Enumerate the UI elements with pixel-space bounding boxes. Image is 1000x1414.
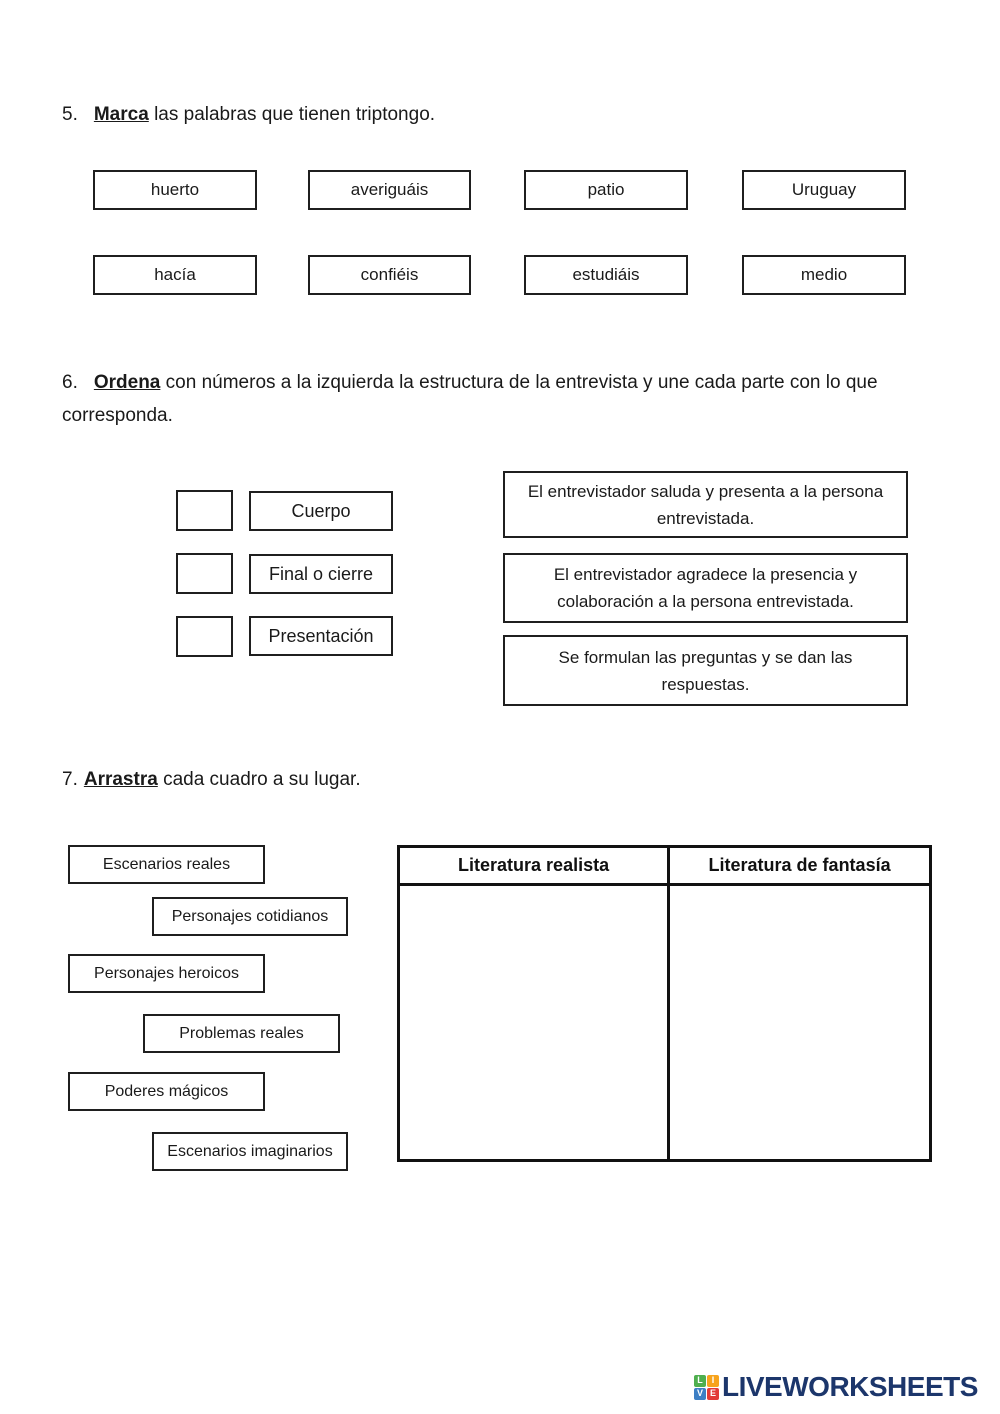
logo-tile-v: V xyxy=(694,1387,706,1400)
drag-label: Personajes heroicos xyxy=(94,964,239,982)
part-label: Presentación xyxy=(268,625,374,646)
part-cuerpo[interactable]: Cuerpo xyxy=(249,491,393,531)
exercise-5-verb: Marca xyxy=(93,104,149,125)
liveworksheets-wordmark: LIVEWORKSHEETS xyxy=(722,1371,978,1402)
word-option-medio[interactable]: medio xyxy=(742,255,906,295)
logo-tile-i: I xyxy=(707,1374,719,1387)
exercise-6-heading: 6. Ordena con números a la izquierda la e… xyxy=(62,366,914,432)
description-text: El entrevistador saluda y presenta a la … xyxy=(527,481,884,528)
word-label: patio xyxy=(587,180,625,199)
word-label: medio xyxy=(800,265,848,284)
drag-poderes-magicos[interactable]: Poderes mágicos xyxy=(68,1072,265,1111)
drag-personajes-cotidianos[interactable]: Personajes cotidianos xyxy=(152,897,348,936)
word-label: estudiáis xyxy=(572,265,640,284)
exercise-6-verb: Ordena xyxy=(93,372,161,393)
exercise-7-heading: 7.Arrastra cada cuadro a su lugar. xyxy=(62,763,361,796)
logo-tile-e: E xyxy=(707,1387,719,1400)
liveworksheets-logo[interactable]: L I V E LIVEWORKSHEETS xyxy=(694,1373,978,1401)
column-header-label: Literatura realista xyxy=(458,855,610,875)
drag-personajes-heroicos[interactable]: Personajes heroicos xyxy=(68,954,265,993)
word-option-hacia[interactable]: hacía xyxy=(93,255,257,295)
order-number-input-3[interactable] xyxy=(176,616,233,657)
drag-escenarios-reales[interactable]: Escenarios reales xyxy=(68,845,265,884)
drag-label: Personajes cotidianos xyxy=(171,907,329,925)
exercise-6-number: 6. xyxy=(62,372,78,393)
drag-escenarios-imaginarios[interactable]: Escenarios imaginarios xyxy=(152,1132,348,1171)
word-option-uruguay[interactable]: Uruguay xyxy=(742,170,906,210)
drop-zone-literatura-realista[interactable] xyxy=(400,886,667,1159)
drag-label: Escenarios reales xyxy=(102,855,231,873)
drop-zone-literatura-fantasia[interactable] xyxy=(667,886,929,1159)
classification-table: Literatura realista Literatura de fantas… xyxy=(397,845,932,1162)
word-label: hacía xyxy=(154,265,196,284)
word-option-confieis[interactable]: confiéis xyxy=(308,255,471,295)
word-option-averiguais[interactable]: averiguáis xyxy=(308,170,471,210)
logo-tile-l: L xyxy=(694,1374,706,1387)
word-option-estudiais[interactable]: estudiáis xyxy=(524,255,688,295)
part-label: Final o cierre xyxy=(268,563,374,584)
part-final-o-cierre[interactable]: Final o cierre xyxy=(249,554,393,594)
column-header-literatura-realista: Literatura realista xyxy=(400,848,668,886)
liveworksheets-grid-icon: L I V E xyxy=(694,1374,719,1400)
exercise-5-number: 5. xyxy=(62,104,78,125)
description-text: El entrevistador agradece la presencia y… xyxy=(553,565,858,611)
order-number-input-1[interactable] xyxy=(176,490,233,531)
description-preguntas[interactable]: Se formulan las preguntas y se dan las r… xyxy=(503,635,908,706)
exercise-5-heading: 5. Marca las palabras que tienen triptong… xyxy=(62,98,435,131)
exercise-7-instruction: cada cuadro a su lugar. xyxy=(163,769,361,790)
description-text: Se formulan las preguntas y se dan las r… xyxy=(558,647,853,694)
word-label: Uruguay xyxy=(791,180,857,199)
drag-label: Poderes mágicos xyxy=(104,1082,229,1100)
word-option-huerto[interactable]: huerto xyxy=(93,170,257,210)
word-label: confiéis xyxy=(360,265,419,284)
drag-label: Escenarios imaginarios xyxy=(167,1142,333,1160)
drag-problemas-reales[interactable]: Problemas reales xyxy=(143,1014,340,1053)
exercise-7-number: 7. xyxy=(62,769,78,790)
column-header-label: Literatura de fantasía xyxy=(708,855,891,875)
exercise-5-instruction: las palabras que tienen triptongo. xyxy=(154,104,436,125)
word-label: averiguáis xyxy=(350,180,429,199)
part-label: Cuerpo xyxy=(291,500,351,521)
column-header-literatura-fantasia: Literatura de fantasía xyxy=(667,848,929,886)
order-number-input-2[interactable] xyxy=(176,553,233,594)
exercise-7-verb: Arrastra xyxy=(83,769,158,790)
exercise-6-instruction: con números a la izquierda la estructura… xyxy=(62,372,878,426)
description-saluda[interactable]: El entrevistador saluda y presenta a la … xyxy=(503,471,908,538)
word-label: huerto xyxy=(150,180,200,199)
drag-label: Problemas reales xyxy=(179,1024,304,1042)
description-agradece[interactable]: El entrevistador agradece la presencia y… xyxy=(503,553,908,623)
word-option-patio[interactable]: patio xyxy=(524,170,688,210)
part-presentacion[interactable]: Presentación xyxy=(249,616,393,656)
